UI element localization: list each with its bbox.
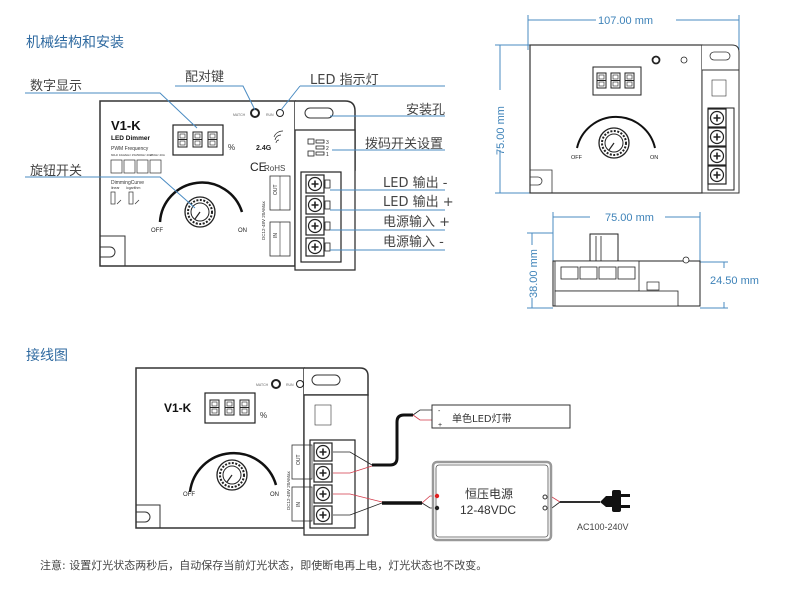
dim-height-top: 75.00 mm [495, 106, 507, 155]
svg-text:OFF: OFF [183, 492, 195, 498]
callout-pair-key: 配对键 [185, 70, 225, 85]
led-strip-label: 单色LED灯带 [452, 414, 512, 425]
dimming-log: logarithm [126, 186, 140, 190]
pwm-options: 60Hz 10A 2kHz 15A 500Hz 20A 250Hz 20A [110, 153, 165, 174]
off-label: OFF [151, 228, 163, 234]
led-strip: - + [431, 404, 571, 429]
match-button[interactable] [250, 108, 260, 118]
dial-arc [158, 181, 244, 223]
callout-led-out-neg: LED 输出 - [383, 176, 448, 191]
dim-width-side: 75.00 mm [605, 212, 654, 224]
svg-text:2kHz 15A: 2kHz 15A [124, 153, 137, 157]
terminal-screw-led-pos [305, 195, 325, 215]
svg-text:60Hz 10A: 60Hz 10A [111, 153, 124, 157]
on-label: ON [238, 228, 247, 234]
match-label: MATCH [233, 113, 246, 117]
dimming-linear: linear [111, 186, 120, 190]
callout-power-in-neg: 电源输入 - [383, 235, 444, 250]
dim-width-top: 107.00 mm [598, 15, 653, 27]
svg-text:ON: ON [270, 492, 279, 498]
mount-slot-left [100, 246, 116, 258]
footer-note: 注意: 设置灯光状态两秒后，自动保存当前灯光状态，即使断电再上电，灯光状态也不改… [40, 559, 488, 572]
terminal-screw-power-neg [305, 237, 325, 257]
run-led [276, 109, 284, 117]
svg-text:OUT: OUT [296, 454, 302, 465]
wireless-label: 2.4G [256, 145, 272, 152]
rotary-knob[interactable] [184, 196, 216, 228]
psu-label-line1: 恒压电源 [465, 487, 514, 501]
leader-lines [25, 85, 445, 251]
power-supply [431, 460, 553, 542]
rohs-mark: RoHS [264, 164, 285, 173]
callout-rotary-switch: 旋钮开关 [30, 164, 83, 179]
dip-switch[interactable]: 3 2 1 [307, 138, 329, 158]
device-front-view: 3 2 1 V1-K LED Dimmer % MATCH RUN 2.4G C… [99, 100, 356, 271]
wireless-icon [273, 130, 284, 144]
svg-text:RUN: RUN [286, 383, 294, 387]
svg-text:250Hz 20A: 250Hz 20A [150, 153, 165, 157]
svg-text:MATCH: MATCH [256, 383, 269, 387]
ac-input-label: AC100-240V [577, 522, 629, 532]
wiring-terminal-led-pos [313, 463, 333, 483]
dim-height-body: 24.50 mm [710, 275, 759, 287]
svg-text:DC12-48V 20AMax: DC12-48V 20AMax [286, 470, 291, 510]
front-dimension-view: 107.00 mm 75.00 mm OFF ON [495, 15, 740, 194]
led-cable [372, 413, 413, 467]
callout-power-in-pos: 电源输入 + [383, 215, 451, 230]
wiring-terminal-led-neg [313, 442, 333, 462]
callout-mounting-hole: 安装孔 [406, 103, 446, 118]
svg-text:500Hz 20A: 500Hz 20A [137, 153, 152, 157]
svg-text:V1-K: V1-K [164, 401, 192, 415]
dimming-title: DimmingCurve [111, 180, 144, 186]
ac-plug-icon [600, 490, 630, 512]
callout-led-indicator: LED 指示灯 [310, 73, 379, 88]
psu-label-line2: 12-48VDC [460, 503, 517, 517]
wiring-terminal-power-pos [313, 484, 333, 504]
device-subtitle: LED Dimmer [111, 135, 150, 142]
device-model: V1-K [111, 118, 141, 133]
side-dimension-view: 75.00 mm 38.00 mm 24.50 mm [527, 212, 759, 309]
terminal-screw-power-pos [305, 216, 325, 236]
terminal-screw-led-neg [305, 174, 325, 194]
wiring-device: V1-K % MATCH RUN OFF ON DC12-48V 20AMax … [135, 367, 369, 536]
dim-height-side: 38.00 mm [528, 249, 540, 298]
pwm-title: PWM Frequency [111, 146, 149, 152]
run-label: RUN [266, 113, 274, 117]
svg-text:IN: IN [273, 233, 279, 238]
svg-text:-: - [438, 408, 441, 415]
callout-dip-switch: 拨码开关设置 [365, 137, 444, 152]
wiring-terminal-power-neg [313, 505, 333, 525]
svg-text:OUT: OUT [273, 184, 279, 195]
svg-text:+: + [438, 422, 442, 429]
svg-text:IN: IN [296, 502, 302, 507]
svg-text:1: 1 [326, 152, 329, 158]
svg-text:ON: ON [650, 155, 658, 161]
callout-led-out-pos: LED 输出 + [383, 195, 454, 210]
svg-text:OFF: OFF [571, 155, 583, 161]
svg-text:3: 3 [326, 140, 329, 146]
mechanical-section-title: 机械结构和安装 [26, 35, 124, 51]
mounting-hole [304, 107, 334, 119]
display-percent: % [228, 143, 235, 152]
svg-text:2: 2 [326, 146, 329, 152]
callout-digital-display: 数字显示 [30, 79, 83, 94]
rating-label: DC12-48V 20AMax [261, 200, 266, 240]
ce-mark: CE [250, 160, 267, 174]
svg-text:%: % [260, 411, 267, 420]
wiring-section-title: 接线图 [26, 348, 68, 364]
